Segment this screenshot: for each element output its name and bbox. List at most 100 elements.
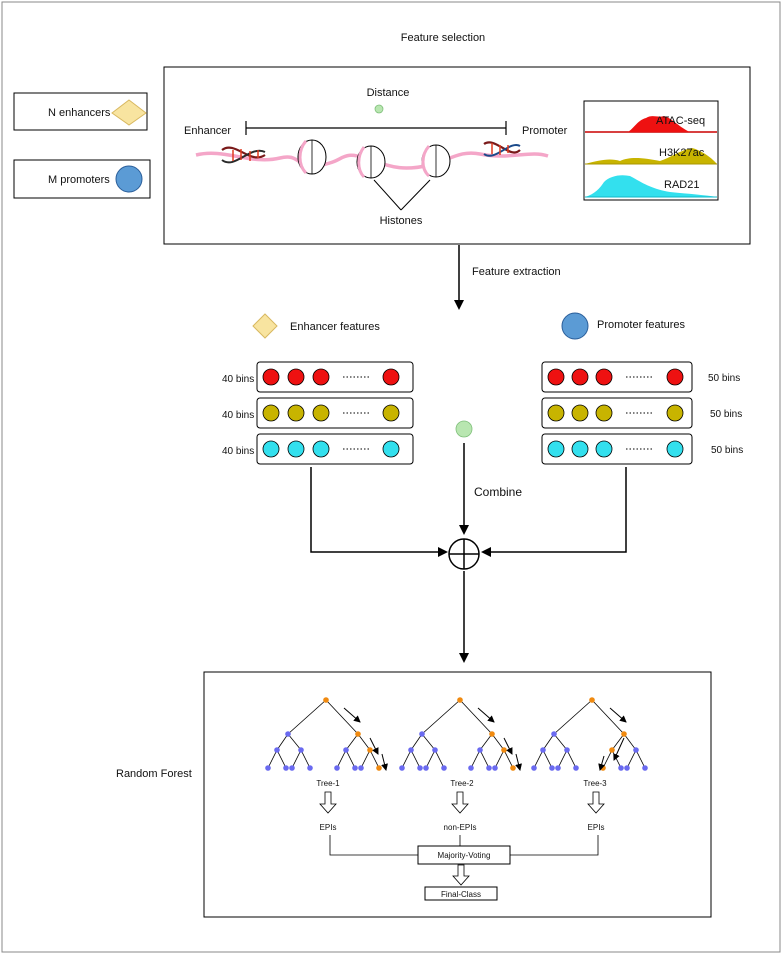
path-arrow bbox=[503, 737, 513, 755]
combine-label: Combine bbox=[474, 485, 522, 499]
tree-node bbox=[555, 765, 561, 771]
promoter-circle-icon bbox=[115, 165, 143, 193]
path-arrow bbox=[515, 753, 522, 771]
promoter-label: Promoter bbox=[522, 125, 568, 137]
tree-node bbox=[399, 765, 405, 771]
dna-helix-right-icon bbox=[483, 141, 521, 157]
tree-2-label: Tree-2 bbox=[450, 779, 474, 788]
track-rad21-label: RAD21 bbox=[664, 179, 699, 191]
tree-node bbox=[376, 765, 382, 771]
nucleosome-3 bbox=[421, 144, 451, 178]
tree-node bbox=[618, 765, 624, 771]
tree-node bbox=[457, 697, 463, 703]
enhancer-row-bins-label: 40 bins bbox=[222, 410, 254, 421]
tree-node bbox=[417, 765, 423, 771]
tree-node bbox=[609, 747, 615, 753]
dna-helix-left-icon bbox=[221, 146, 266, 164]
nucleosome-1 bbox=[297, 139, 327, 175]
h3k27ac-signal bbox=[585, 148, 717, 164]
tree-node bbox=[423, 765, 429, 771]
promoter-features-label: Promoter features bbox=[597, 319, 686, 331]
track-h3k27ac-label: H3K27ac bbox=[659, 147, 705, 159]
vote-connector-1 bbox=[329, 835, 418, 856]
tree-node bbox=[551, 731, 557, 737]
tree-3-vote: EPIs bbox=[588, 823, 605, 832]
enhancer-label: Enhancer bbox=[184, 125, 231, 137]
path-arrow bbox=[609, 707, 627, 723]
forest-trees bbox=[265, 697, 648, 771]
random-forest-label: Random Forest bbox=[116, 768, 192, 780]
tree-node bbox=[307, 765, 313, 771]
tree-node bbox=[419, 731, 425, 737]
tree-node bbox=[549, 765, 555, 771]
tree-node bbox=[589, 697, 595, 703]
atac-seq-signal bbox=[628, 116, 690, 132]
legend-promoters-label: M promoters bbox=[48, 174, 110, 186]
track-atac-label: ATAC-seq bbox=[656, 115, 705, 127]
promoter-row: 50 bins bbox=[541, 433, 743, 465]
tree-node bbox=[501, 747, 507, 753]
final-class-box bbox=[424, 886, 498, 901]
tree-node bbox=[367, 747, 373, 753]
final-down-arrow bbox=[452, 864, 470, 886]
histones-label: Histones bbox=[380, 215, 423, 227]
tree-node bbox=[334, 765, 340, 771]
enhancer-features-diamond-icon bbox=[252, 313, 278, 339]
enhancer-row-bins-label: 40 bins bbox=[222, 374, 254, 385]
tree-node bbox=[531, 765, 537, 771]
rad21-signal bbox=[585, 175, 717, 197]
concat-operator-icon bbox=[448, 538, 480, 570]
promoter-feature-rows: 50 bins 50 bins 50 bins bbox=[541, 361, 743, 465]
promoter-to-combine-arrow bbox=[481, 467, 627, 557]
majority-voting-box bbox=[417, 845, 511, 865]
tree-node bbox=[642, 765, 648, 771]
tree-node bbox=[624, 765, 630, 771]
nucleosome-2 bbox=[356, 145, 386, 179]
tree-2-vote: non-EPIs bbox=[444, 823, 477, 832]
tree-node bbox=[633, 747, 639, 753]
tree-node bbox=[564, 747, 570, 753]
enhancer-row-bins-label: 40 bins bbox=[222, 446, 254, 457]
tree-node bbox=[477, 747, 483, 753]
tree-node bbox=[323, 697, 329, 703]
tree-node bbox=[265, 765, 271, 771]
enhancer-features-label: Enhancer features bbox=[290, 321, 380, 333]
enhancer-diamond-icon bbox=[111, 99, 147, 126]
diagram-title: Feature selection bbox=[401, 32, 485, 44]
enhancer-row: 40 bins bbox=[222, 433, 414, 465]
legend-enhancers: N enhancers bbox=[13, 92, 148, 131]
enhancer-row: 40 bins bbox=[222, 361, 414, 393]
final-class-label: Final-Class bbox=[441, 890, 481, 899]
tree-node bbox=[510, 765, 516, 771]
tree-node bbox=[486, 765, 492, 771]
majority-voting-label: Majority-Voting bbox=[438, 851, 491, 860]
tree-node bbox=[468, 765, 474, 771]
tree-node bbox=[573, 765, 579, 771]
feature-extraction-label: Feature extraction bbox=[472, 266, 561, 278]
path-arrow bbox=[598, 755, 606, 771]
tree-node bbox=[355, 731, 361, 737]
decision-tree-2 bbox=[399, 697, 522, 771]
down-block-arrows bbox=[319, 791, 605, 814]
legend-enhancers-label: N enhancers bbox=[48, 107, 111, 119]
promoter-row-bins-label: 50 bins bbox=[708, 373, 740, 384]
promoter-row: 50 bins bbox=[541, 397, 742, 429]
tree-node bbox=[289, 765, 295, 771]
tree-node bbox=[621, 731, 627, 737]
path-arrow bbox=[369, 737, 379, 755]
enhancer-row: 40 bins bbox=[222, 397, 414, 429]
genome-panel: Distance Enhancer Promoter bbox=[163, 66, 751, 245]
tree-node bbox=[432, 747, 438, 753]
decision-tree-3 bbox=[531, 697, 648, 771]
tree-node bbox=[408, 747, 414, 753]
tree-node bbox=[285, 731, 291, 737]
tree-node bbox=[489, 731, 495, 737]
tree-3-label: Tree-3 bbox=[583, 779, 607, 788]
enhancer-feature-rows: 40 bins 40 bins 40 bins bbox=[222, 361, 414, 465]
path-arrow bbox=[343, 707, 361, 723]
tree-node bbox=[343, 747, 349, 753]
tree-node bbox=[492, 765, 498, 771]
signal-tracks: ATAC-seq H3K27ac RAD21 bbox=[583, 100, 719, 201]
